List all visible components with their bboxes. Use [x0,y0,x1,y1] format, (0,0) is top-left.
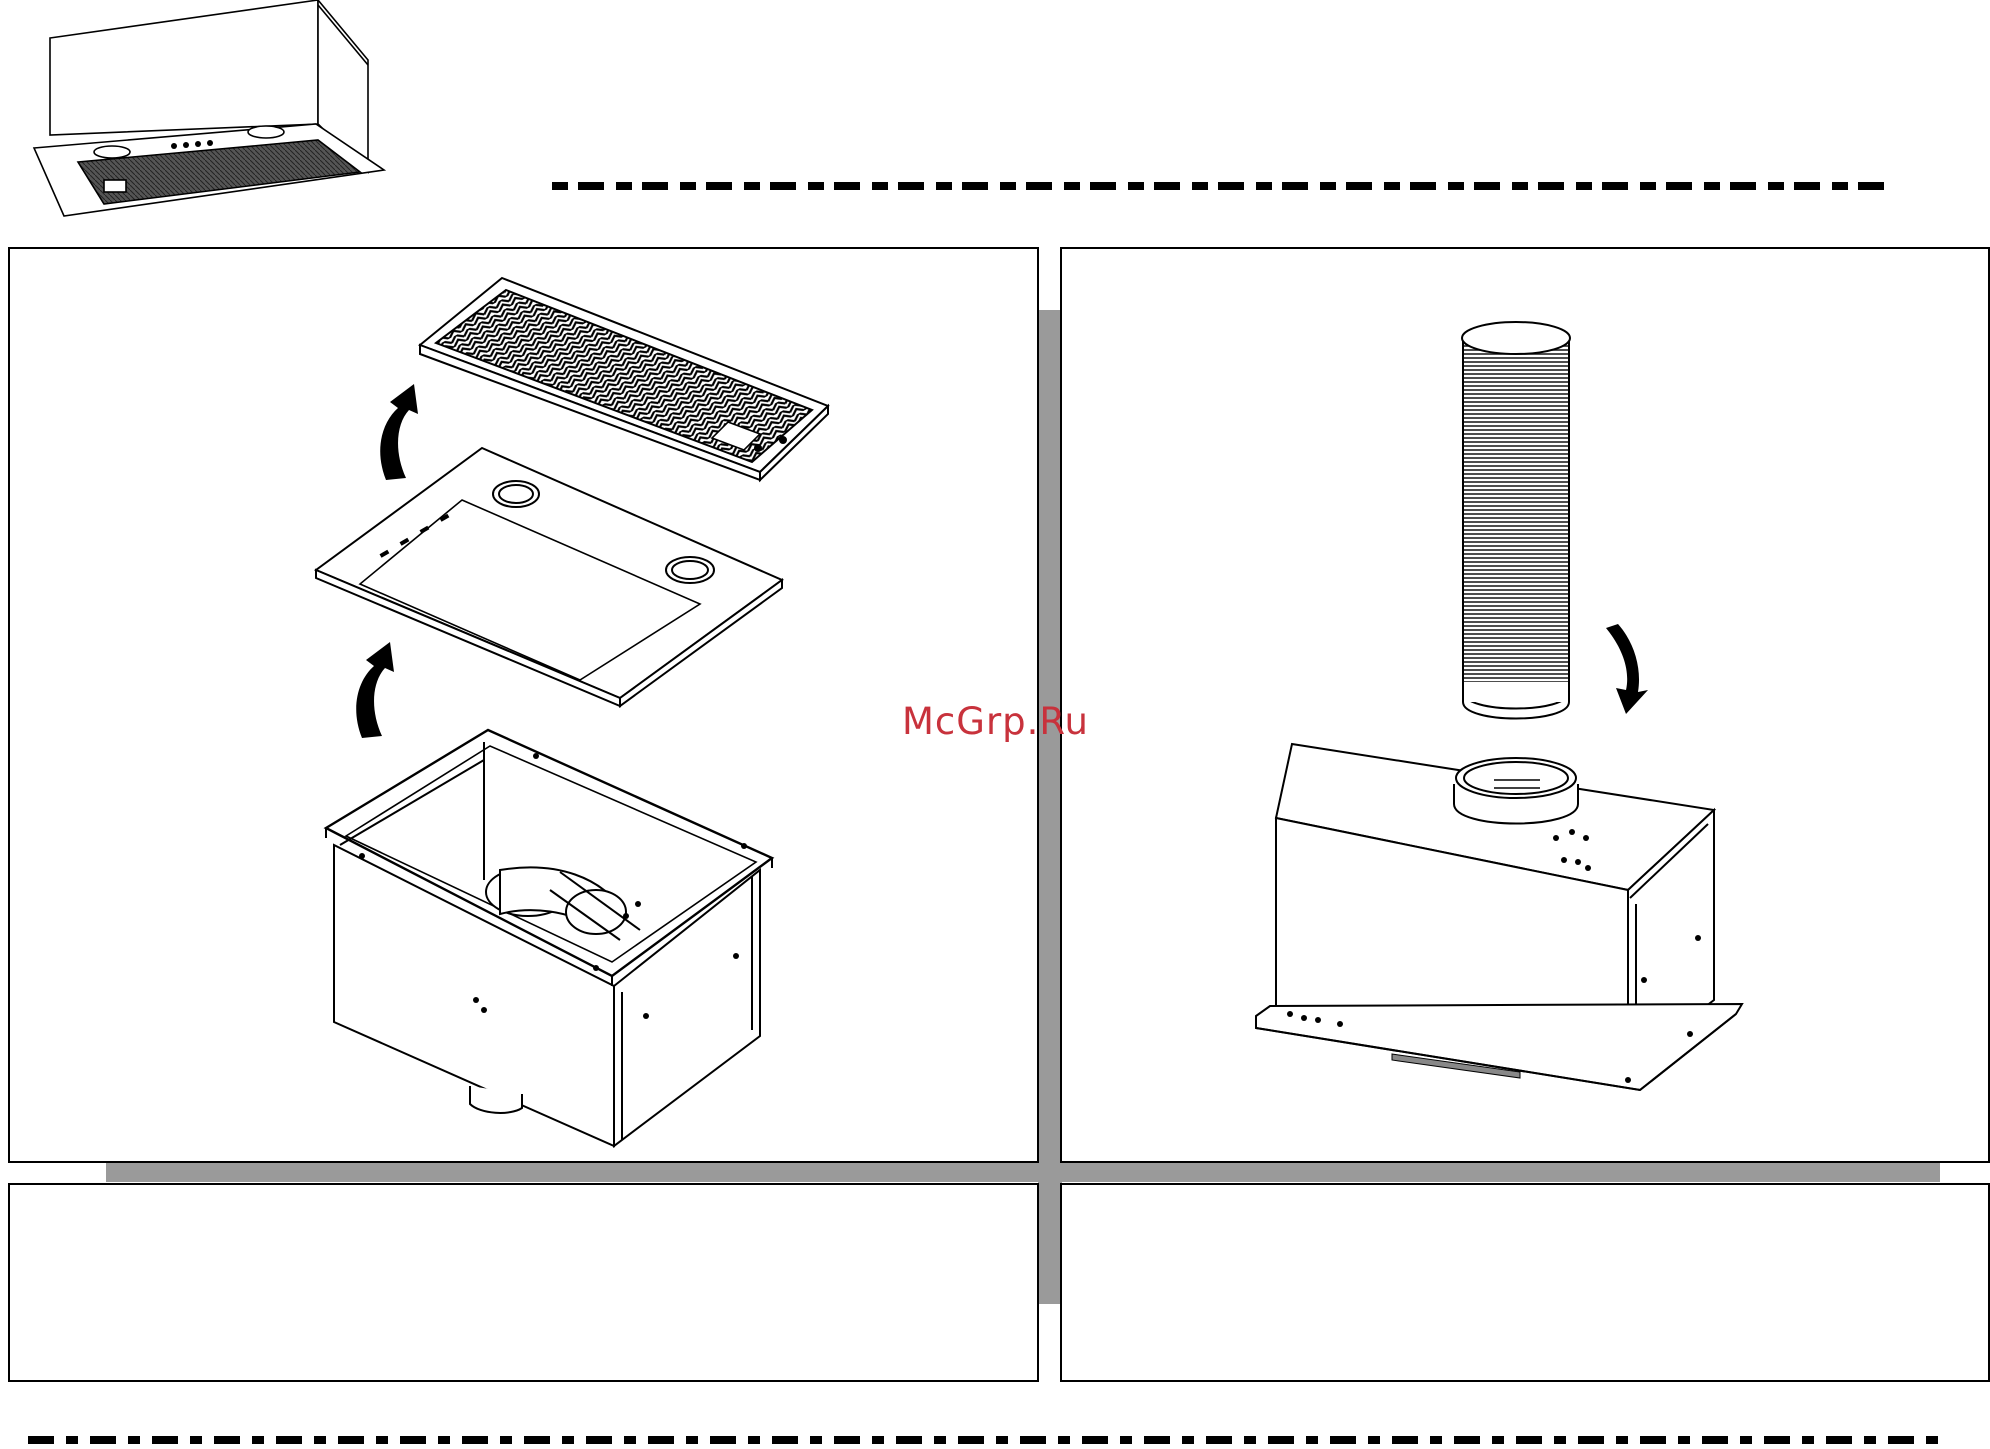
hood-body-closed [1255,742,1744,1092]
front-panel [313,446,784,708]
watermark-text: McGrp.Ru [902,700,1089,743]
flexible-duct [1461,321,1571,720]
panel-bottom-left [8,1183,1039,1382]
arrow-up-icon [380,384,418,480]
arrow-down-icon [1606,624,1648,714]
arrow-up-icon [356,642,394,738]
panel-bottom-right [1060,1183,1990,1382]
range-hood-icon [32,0,387,217]
filter-and-panel-removal-illustration [313,276,830,1149]
divider-vertical [1038,310,1062,1304]
duct-installation-illustration [1255,321,1744,1092]
divider-horizontal [106,1160,1940,1182]
hood-body-open [323,728,775,1149]
grease-filter [418,276,830,483]
